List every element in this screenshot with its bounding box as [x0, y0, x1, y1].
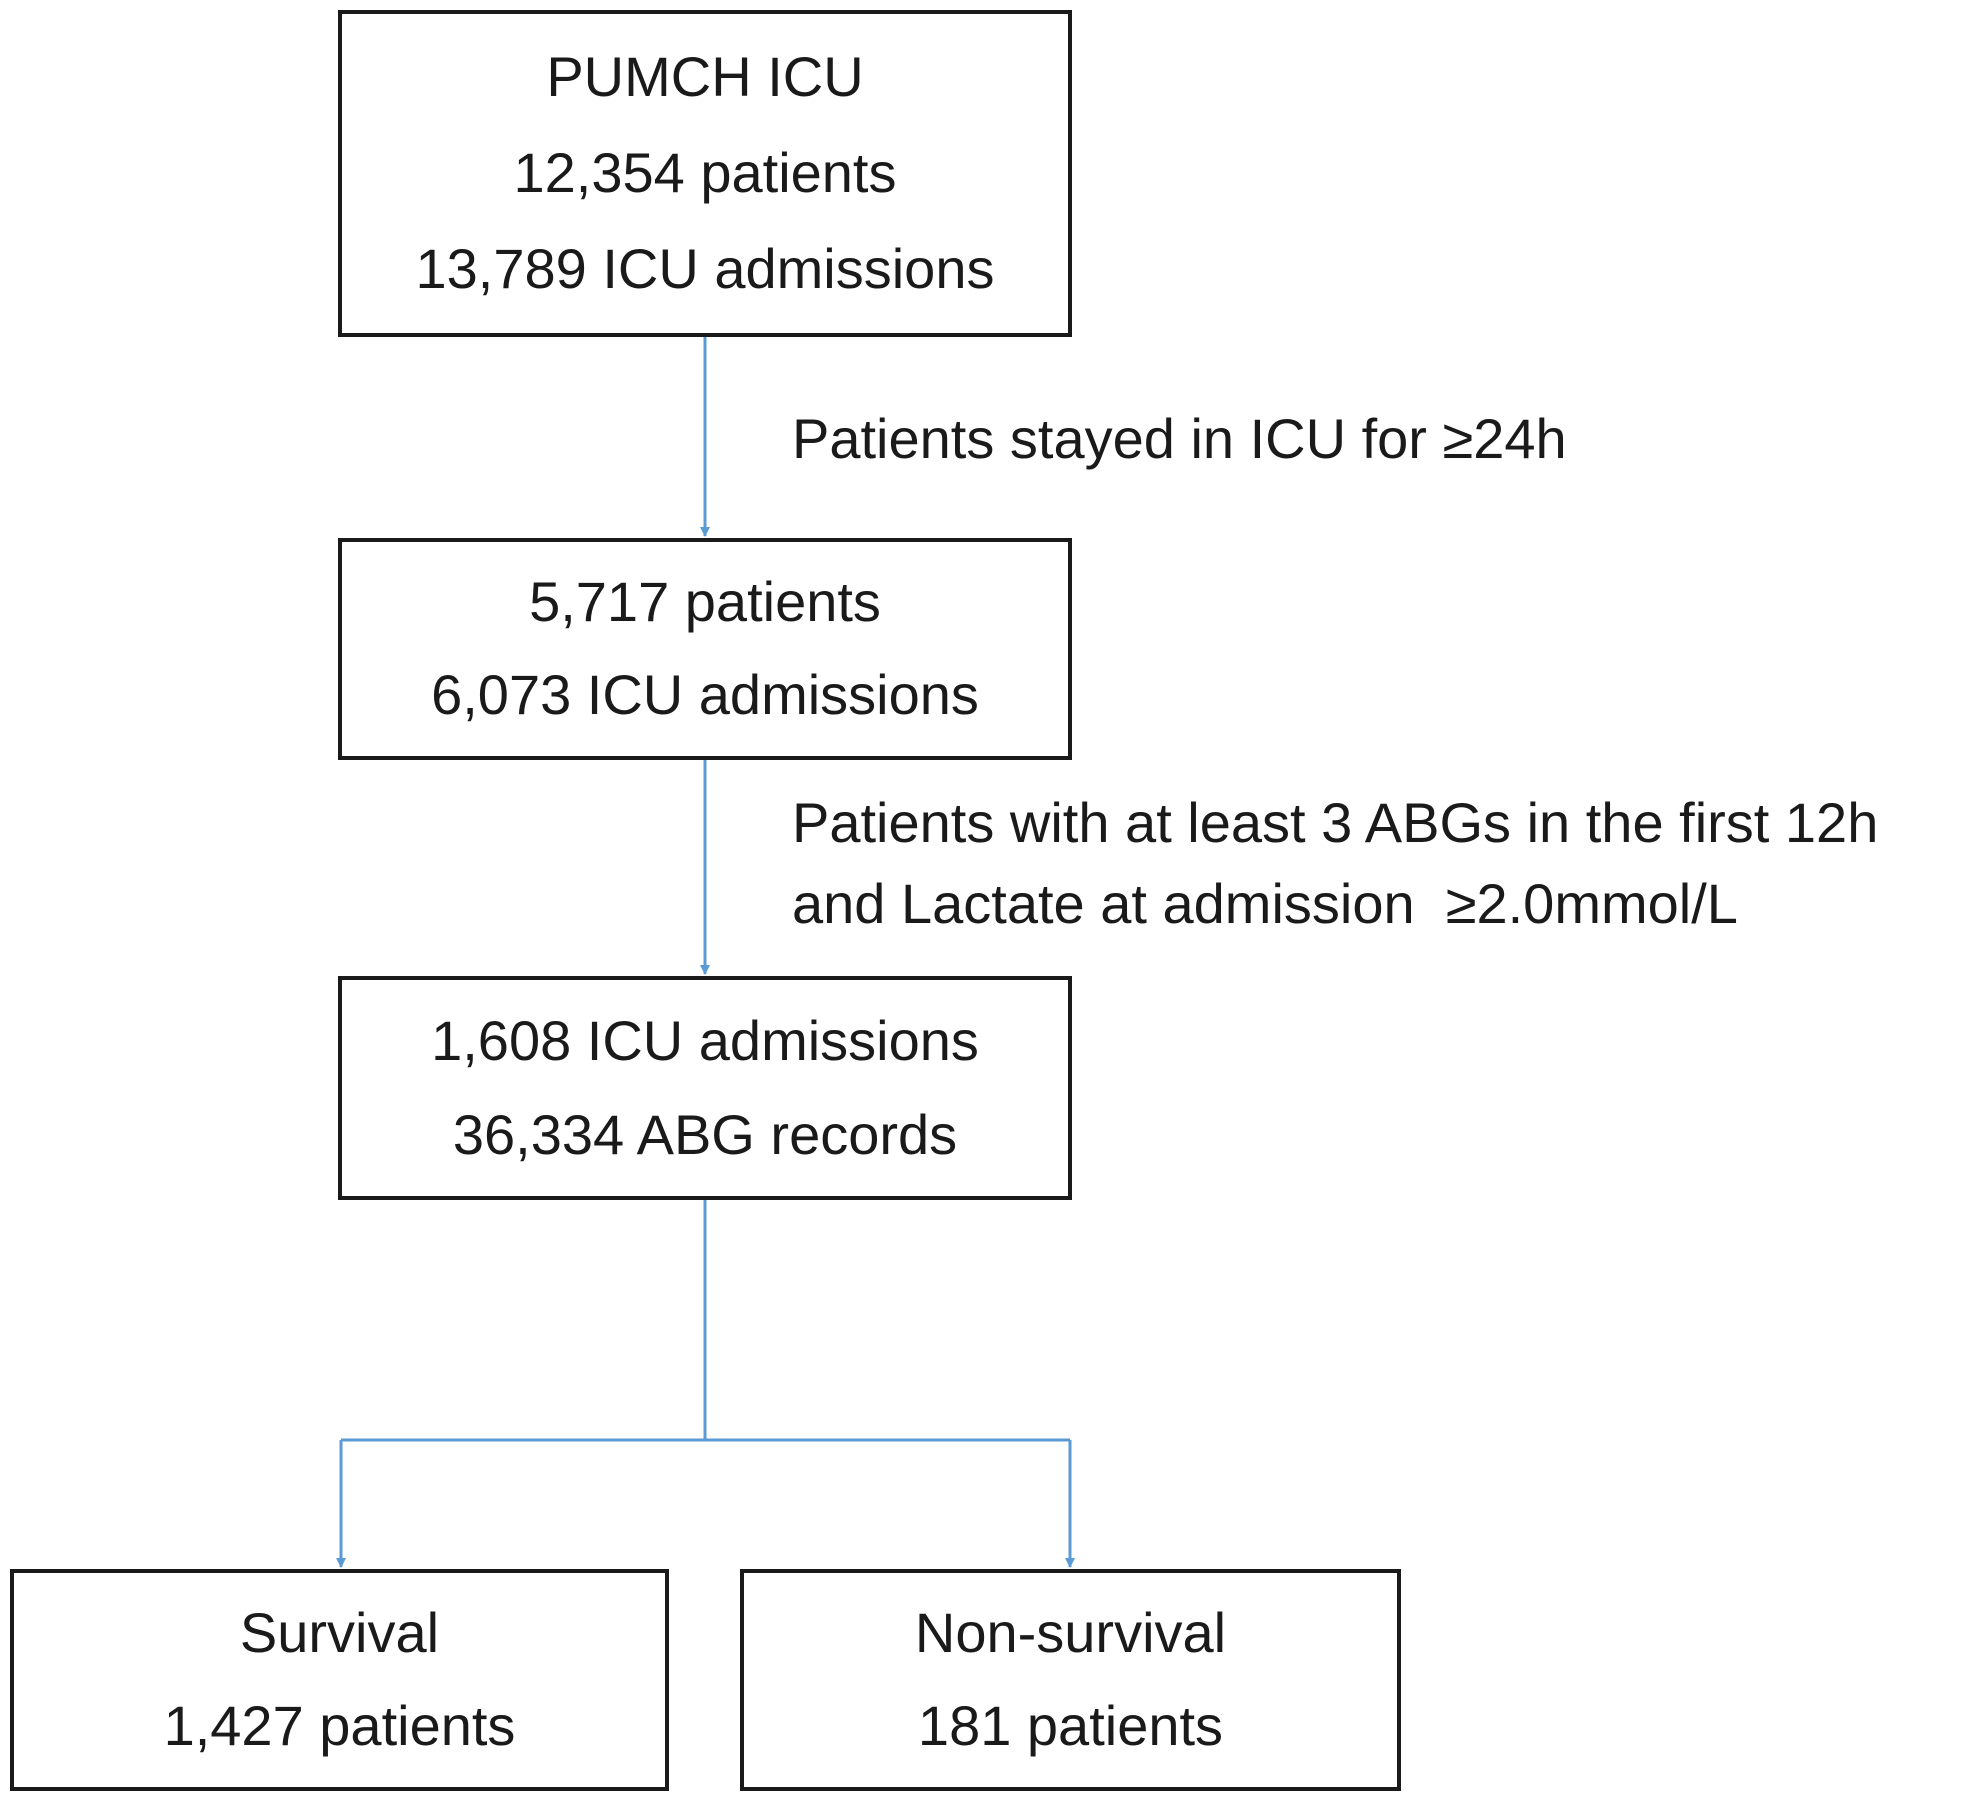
after-los-admissions: 6,073 ICU admissions — [431, 663, 979, 727]
final-cohort-abg-records: 36,334 ABG records — [452, 1102, 958, 1166]
abg-criterion-line: Patients with at least 3 ABGs in the fir… — [792, 791, 1879, 854]
final-cohort-box: 1,608 ICU admissions 36,334 ABG records — [338, 976, 1072, 1200]
source-box-title: PUMCH ICU — [546, 45, 864, 109]
final-cohort-admissions: 1,608 ICU admissions — [431, 1009, 979, 1073]
lactate-criterion-line: and Lactate at admission ≥2.0mmol/L — [792, 872, 1738, 936]
abg-lactate-criterion-label: Patients with at least 3 ABGs in the fir… — [792, 782, 1878, 944]
survival-box: Survival 1,427 patients — [10, 1569, 669, 1791]
los-criterion-line: Patients stayed in ICU for ≥24h — [792, 407, 1567, 470]
survival-title: Survival — [239, 1601, 440, 1665]
non-survival-box: Non-survival 181 patients — [740, 1569, 1401, 1791]
source-cohort-box: PUMCH ICU 12,354 patients 13,789 ICU adm… — [338, 10, 1072, 337]
survival-patients: 1,427 patients — [163, 1694, 516, 1758]
los-criterion-label: Patients stayed in ICU for ≥24h — [792, 398, 1567, 479]
non-survival-patients: 181 patients — [917, 1694, 1224, 1758]
after-los-patients: 5,717 patients — [529, 570, 881, 634]
non-survival-title: Non-survival — [914, 1601, 1227, 1665]
after-los-box: 5,717 patients 6,073 ICU admissions — [338, 538, 1072, 760]
source-box-admissions: 13,789 ICU admissions — [415, 237, 995, 301]
source-box-patients: 12,354 patients — [513, 141, 897, 205]
